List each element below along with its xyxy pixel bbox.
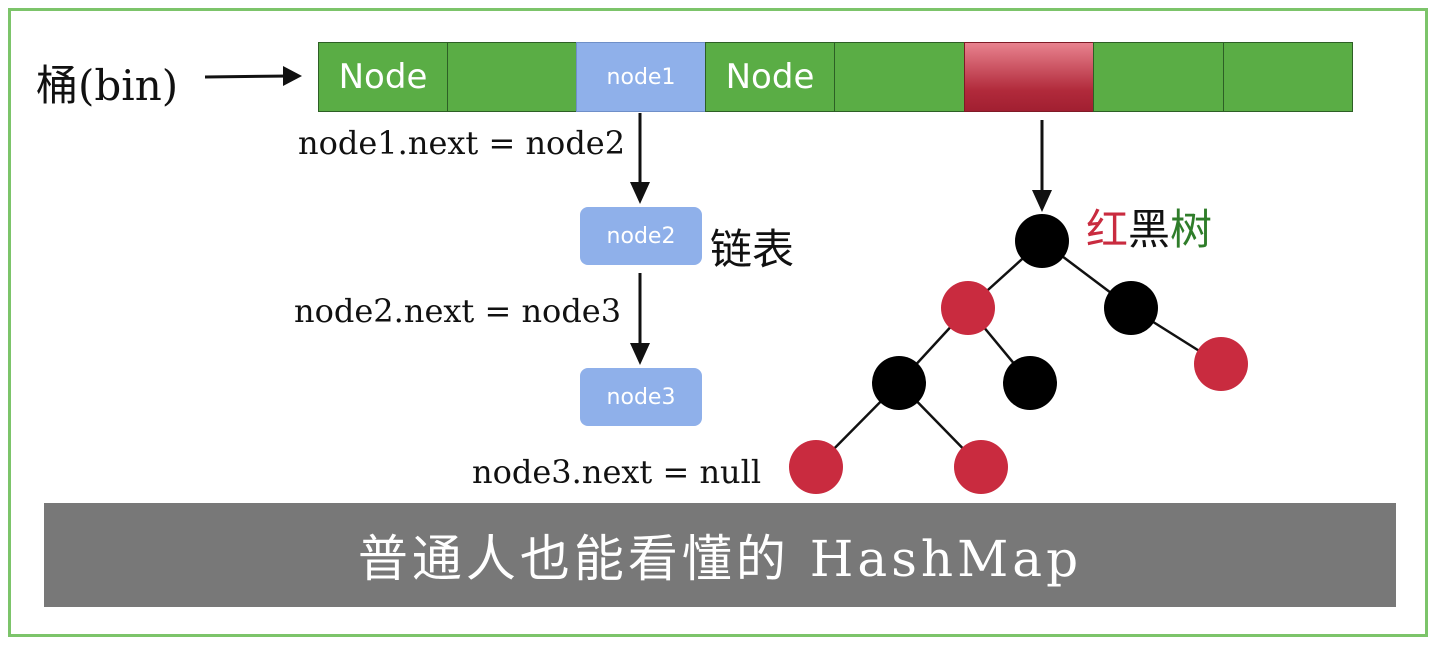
tree-node-left <box>941 281 995 335</box>
tree-label-red: 红 <box>1086 205 1129 254</box>
bin-cell-7 <box>1093 42 1224 112</box>
bin-cell-1: Node <box>318 42 448 112</box>
bin-cell-treebin <box>964 42 1094 112</box>
arrow-bin-tree <box>1032 120 1052 212</box>
note-node3-next: node3.next = null <box>472 453 762 491</box>
diagram-frame <box>8 8 1428 637</box>
linked-list-label: 链表 <box>710 225 795 274</box>
bin-cell-8 <box>1223 42 1353 112</box>
list-node-node2: node2 <box>580 207 702 265</box>
bin-pointer-arrow <box>204 66 302 86</box>
list-node-node3: node3 <box>580 368 702 426</box>
red-black-tree-label: 红黑树 <box>1086 196 1212 257</box>
tree-label-black: 黑 <box>1128 205 1171 254</box>
tree-node-left-right <box>1003 356 1057 410</box>
title-banner: 普通人也能看懂的 HashMap <box>44 503 1396 607</box>
tree-node-right-right <box>1194 337 1248 391</box>
bin-cell-2 <box>447 42 577 112</box>
tree-node-leaf-1 <box>789 440 843 494</box>
tree-label-tree: 树 <box>1170 205 1213 254</box>
tree-edges <box>815 240 1221 468</box>
note-node2-next: node2.next = node3 <box>294 292 622 330</box>
bin-cell-4: Node <box>705 42 835 112</box>
tree-node-right <box>1104 281 1158 335</box>
bin-cell-node1: node1 <box>576 42 706 112</box>
tree-node-left-left <box>872 356 926 410</box>
arrow-node1-node2 <box>630 113 650 204</box>
tree-node-root <box>1015 214 1069 268</box>
bin-label: 桶(bin) <box>36 61 179 110</box>
tree-node-leaf-2 <box>954 440 1008 494</box>
arrow-node2-node3 <box>630 273 650 365</box>
note-node1-next: node1.next = node2 <box>298 124 626 162</box>
bin-cell-5 <box>834 42 965 112</box>
